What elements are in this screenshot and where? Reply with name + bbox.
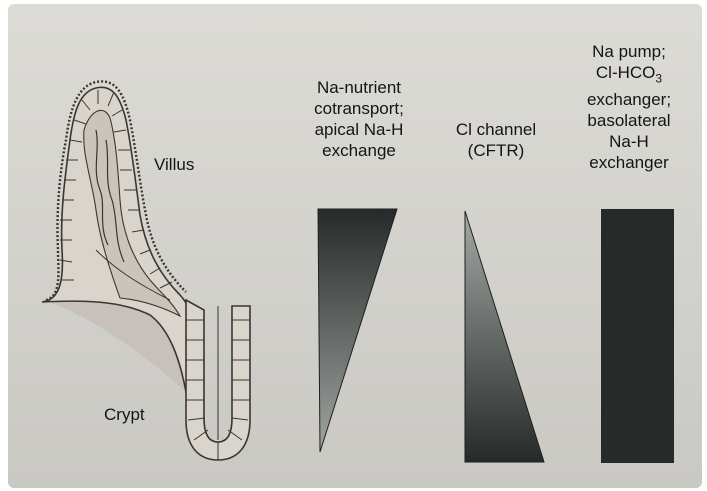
crypt-label: Crypt: [104, 404, 145, 425]
na-pump-label-line: basolateral: [568, 110, 690, 131]
na-nutrient-label-line: Na-nutrient: [292, 77, 426, 98]
na-nutrient-label: Na-nutrient cotransport; apical Na-H exc…: [292, 77, 426, 161]
na-nutrient-label-line: exchange: [292, 140, 426, 161]
na-pump-label-line: exchanger: [568, 152, 690, 173]
na-pump-label-line: Na pump;: [568, 41, 690, 62]
na-pump-label-line: Cl-HCO3: [568, 62, 690, 89]
na-pump-label-line: exchanger;: [568, 89, 690, 110]
na-pump-uniform-shape: [601, 209, 674, 463]
cftr-label-line: Cl channel: [436, 119, 556, 140]
na-nutrient-label-line: cotransport;: [292, 98, 426, 119]
na-nutrient-gradient-shape: [318, 209, 397, 452]
subscript-3: 3: [655, 71, 662, 85]
cftr-label-line: (CFTR): [436, 140, 556, 161]
na-nutrient-label-line: apical Na-H: [292, 119, 426, 140]
na-pump-label-line: Na-H: [568, 131, 690, 152]
cftr-label: Cl channel (CFTR): [436, 119, 556, 161]
na-pump-label: Na pump; Cl-HCO3 exchanger; basolateral …: [568, 41, 690, 173]
villus-crypt-illustration: [42, 81, 250, 460]
cftr-gradient-shape: [465, 211, 544, 462]
villus-label: Villus: [154, 154, 194, 175]
